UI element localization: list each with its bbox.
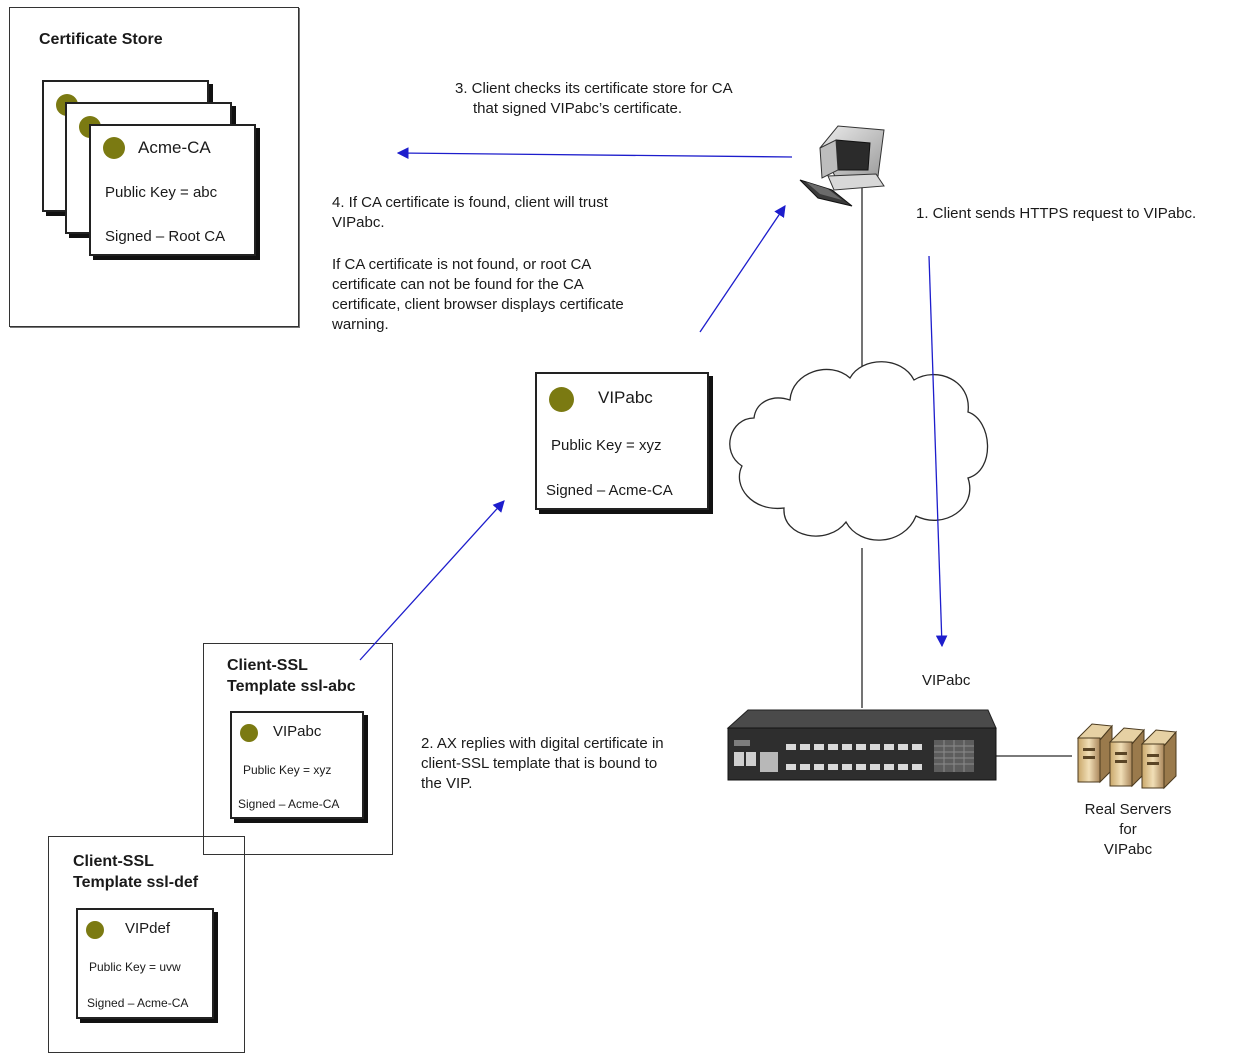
step3-line2: that signed VIPabc’s certificate. <box>473 100 683 117</box>
cert-signed-by: Signed – Acme-CA <box>238 797 340 811</box>
acme-ca-cert: Acme-CA Public Key = abc Signed – Root C… <box>89 124 256 256</box>
step2-note: 2. AX replies with digital certificate i… <box>421 734 664 794</box>
template-title-line1: Client-SSL <box>227 657 308 674</box>
flow-arrows <box>359 147 948 661</box>
cert-seal-icon <box>86 921 104 939</box>
cert-public-key: Public Key = xyz <box>243 763 332 777</box>
real-servers-line1: Real Servers <box>1084 801 1172 818</box>
cert-seal-icon <box>240 724 258 742</box>
cert-name: Acme-CA <box>138 138 211 157</box>
step4-warning-note: If CA certificate is not found, or root … <box>332 255 624 335</box>
real-servers-icon <box>1076 723 1178 790</box>
step4-line2: VIPabc. <box>332 214 385 231</box>
step4-arrow <box>699 205 786 333</box>
cert-public-key: Public Key = xyz <box>551 437 662 454</box>
real-servers-label: Real Servers for VIPabc <box>1068 800 1188 860</box>
template-title-line1: Client-SSL <box>73 853 154 870</box>
step3-note: 3. Client checks its certificate store f… <box>455 79 733 119</box>
cert-seal-icon <box>549 387 574 412</box>
step4-note: 4. If CA certificate is found, client wi… <box>332 193 608 233</box>
step4-warning-line2: certificate can not be found for the CA <box>332 276 584 293</box>
client-computer-icon <box>799 125 885 207</box>
cert-signed-by: Signed – Acme-CA <box>546 482 673 499</box>
step2-arrow <box>359 500 505 661</box>
step4-line1: 4. If CA certificate is found, client wi… <box>332 194 608 211</box>
template-ssl-abc <box>203 643 393 855</box>
step3-line1: 3. Client checks its certificate store f… <box>455 80 733 97</box>
step2-line2: client-SSL template that is bound to <box>421 755 658 772</box>
cert-name: VIPdef <box>125 920 171 937</box>
step1-note: 1. Client sends HTTPS request to VIPabc. <box>916 205 1197 222</box>
step4-warning-line1: If CA certificate is not found, or root … <box>332 256 592 273</box>
cert-signed-by: Signed – Acme-CA <box>87 996 189 1010</box>
vip-label: VIPabc <box>922 672 971 689</box>
certificate-store-title: Certificate Store <box>39 31 163 48</box>
step4-warning-line4: warning. <box>332 316 389 333</box>
template-ssl-abc-title: Client-SSL Template ssl-abc <box>227 655 356 697</box>
cert-name: VIPabc <box>598 388 653 407</box>
template-ssl-def-title: Client-SSL Template ssl-def <box>73 851 198 893</box>
step1-arrow <box>928 255 948 648</box>
cert-signed-by: Signed – Root CA <box>105 228 226 245</box>
cert-seal-icon <box>103 137 125 159</box>
cert-public-key: Public Key = uvw <box>89 960 181 974</box>
step3-arrow <box>396 147 793 159</box>
step4-warning-line3: certificate, client browser displays cer… <box>332 296 624 313</box>
template-title-line2: Template ssl-def <box>73 874 199 891</box>
step2-line3: the VIP. <box>421 775 473 792</box>
real-servers-line2: for <box>1119 821 1137 838</box>
step2-line1: 2. AX replies with digital certificate i… <box>421 735 664 752</box>
vipabc-cert: VIPabc Public Key = xyz Signed – Acme-CA <box>535 372 709 510</box>
real-servers-line3: VIPabc <box>1103 841 1153 858</box>
template-abc-cert: VIPabc Public Key = xyz Signed – Acme-CA <box>230 711 364 819</box>
cert-name: VIPabc <box>273 723 322 740</box>
cert-public-key: Public Key = abc <box>105 184 218 201</box>
internet-cloud-icon <box>729 361 989 541</box>
ax-appliance-icon <box>726 709 997 781</box>
template-title-line2: Template ssl-abc <box>227 678 356 695</box>
template-def-cert: VIPdef Public Key = uvw Signed – Acme-CA <box>76 908 214 1019</box>
